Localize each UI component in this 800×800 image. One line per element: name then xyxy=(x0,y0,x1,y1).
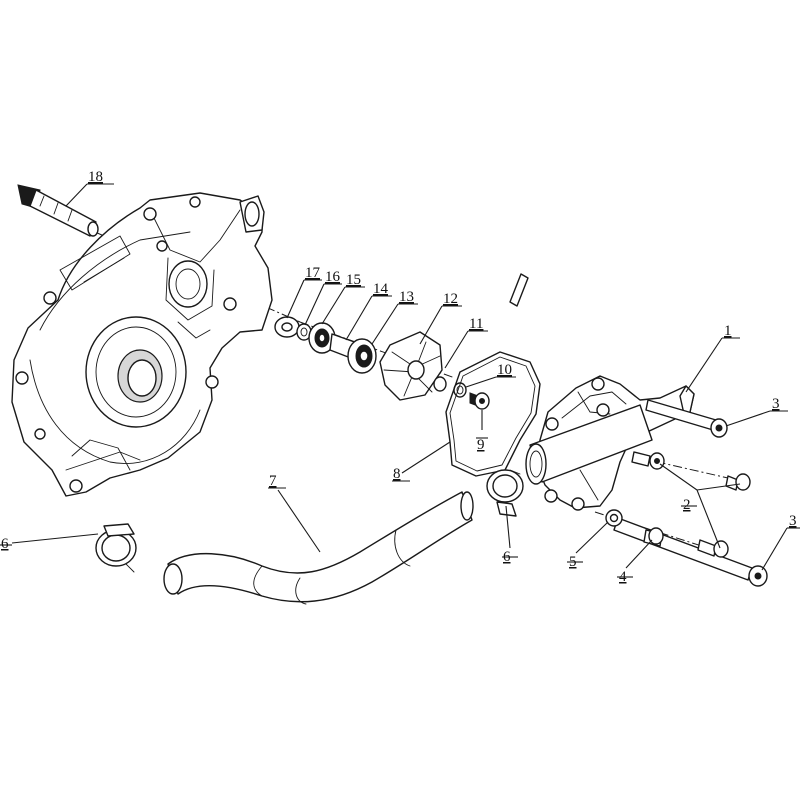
callout-3-upper: 3 xyxy=(772,396,780,412)
callout-2: 2 xyxy=(683,497,691,513)
part-5-washer xyxy=(605,509,623,527)
dowel-pin xyxy=(509,273,529,307)
callout-7: 7 xyxy=(269,473,277,489)
callout-14: 14 xyxy=(373,281,389,297)
callout-18: 18 xyxy=(88,169,103,185)
callout-9: 9 xyxy=(477,437,485,453)
part-18-dowel-shaft xyxy=(17,184,99,237)
callout-16: 16 xyxy=(325,269,341,285)
callout-6-left: 6 xyxy=(1,536,9,552)
part-15-seal xyxy=(308,322,336,354)
callout-5: 5 xyxy=(569,554,577,570)
part-8-gasket xyxy=(445,351,541,477)
part-7-coolant-hose xyxy=(163,491,474,605)
part-9-bolt xyxy=(469,392,490,410)
part-6-hose-clamp-right xyxy=(486,469,524,517)
callout-1: 1 xyxy=(724,323,732,339)
callout-labels: 18 17 16 15 14 13 12 11 10 9 8 7 6 6 5 4… xyxy=(1,169,797,585)
callout-6-right: 6 xyxy=(503,549,511,565)
engine-side-cover xyxy=(11,192,273,497)
callout-13: 13 xyxy=(399,289,414,305)
callout-15: 15 xyxy=(346,272,361,288)
part-13-bearing xyxy=(347,338,377,374)
part-6-hose-clamp-left xyxy=(95,523,137,573)
callout-leaders xyxy=(0,183,800,578)
callout-4: 4 xyxy=(619,569,627,585)
callout-12: 12 xyxy=(443,291,458,307)
part-4-spacer xyxy=(643,527,664,547)
part-17-washer xyxy=(274,316,300,338)
callout-11: 11 xyxy=(469,316,483,332)
part-1-pump-cover xyxy=(525,375,695,511)
callout-8: 8 xyxy=(393,466,401,482)
part-12-impeller xyxy=(379,331,447,401)
part-2-bolts xyxy=(631,451,751,558)
callout-17: 17 xyxy=(305,265,321,281)
callout-3-lower: 3 xyxy=(789,513,797,529)
callout-10: 10 xyxy=(497,362,512,378)
